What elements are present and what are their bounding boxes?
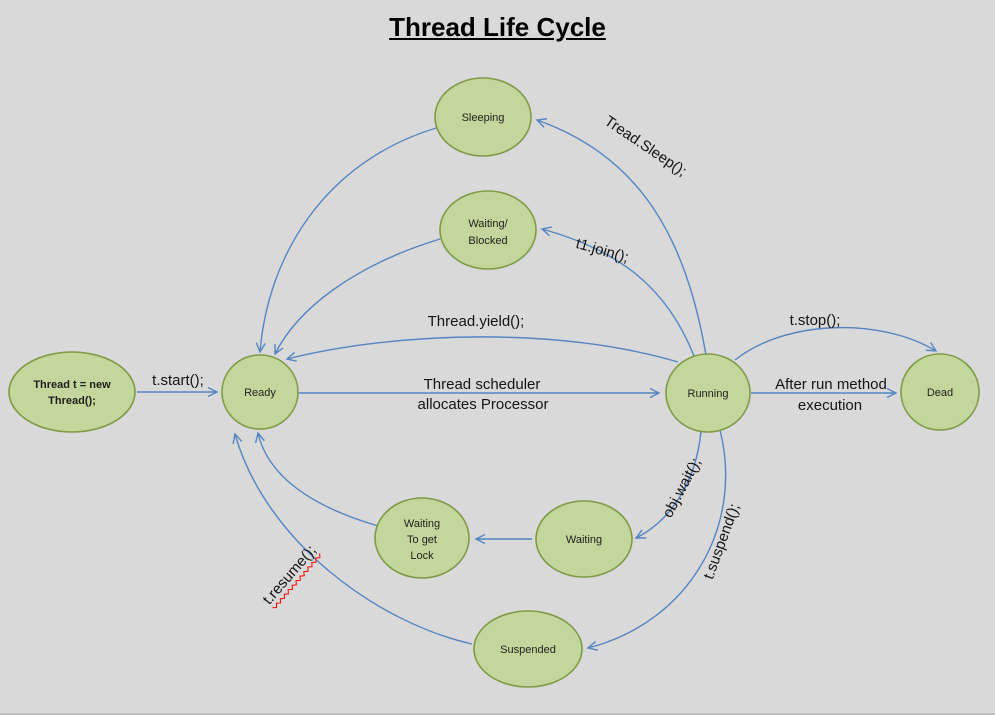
node-waiting-lock-label-line1: Waiting: [404, 518, 440, 530]
node-suspended-label: Suspended: [500, 644, 556, 656]
node-waiting-blocked-shape: [439, 190, 537, 270]
edge-lock-to-ready: [254, 431, 379, 527]
node-waiting-lock-label-line3: Lock: [410, 550, 434, 562]
node-waiting-lock-label-line2: To get: [407, 534, 437, 546]
node-dead-label: Dead: [927, 387, 953, 399]
label-scheduler-line2: allocates Processor: [418, 396, 549, 413]
node-suspended-shape: [473, 610, 583, 688]
edge-suspend-curve: [586, 429, 727, 651]
node-sleeping-label: Sleeping: [462, 112, 505, 124]
edge-wait-curve: [634, 430, 702, 539]
node-waiting-lock-shape: [374, 497, 470, 579]
node-running-shape: [665, 353, 751, 433]
node-waiting-label: Waiting: [566, 534, 602, 546]
node-dead: Dead: [900, 353, 980, 431]
spellcheck-squiggle: [272, 553, 321, 609]
label-obj-wait: obj.wait();: [659, 455, 705, 520]
node-waiting: Waiting: [535, 500, 633, 578]
node-dead-shape: [900, 353, 980, 431]
label-t-stop: t.stop();: [790, 312, 841, 329]
node-waiting-blocked-label-line2: Blocked: [468, 235, 507, 247]
node-new-thread-shape: [8, 351, 136, 433]
node-waiting-blocked: Waiting/ Blocked: [439, 190, 537, 270]
label-scheduler-line1: Thread scheduler: [424, 376, 541, 393]
node-new-thread-label-line1: Thread t = new: [33, 379, 111, 391]
node-ready-label: Ready: [244, 387, 276, 399]
node-running-label: Running: [688, 388, 729, 400]
node-running: Running: [665, 353, 751, 433]
node-waiting-lock: Waiting To get Lock: [374, 497, 470, 579]
label-obj-wait-group: obj.wait();: [659, 455, 705, 520]
node-waiting-blocked-label-line1: Waiting/: [468, 218, 508, 230]
edge-blocked-to-ready: [274, 238, 441, 356]
label-tread-sleep: Tread.Sleep();: [601, 113, 690, 180]
edge-yield-curve: [285, 336, 679, 363]
label-t1-join-group: t1.join();: [574, 235, 631, 266]
edge-sleep-curve: [535, 118, 707, 356]
node-ready: Ready: [221, 354, 299, 430]
label-t1-join: t1.join();: [574, 235, 631, 266]
label-tread-sleep-group: Tread.Sleep();: [601, 113, 690, 180]
node-sleeping: Sleeping: [434, 77, 532, 157]
label-t-start: t.start();: [152, 372, 204, 389]
edge-sleeping-to-ready: [255, 127, 437, 354]
label-t-resume: t.resume();: [259, 542, 319, 608]
edge-stop-curve: [734, 326, 938, 361]
node-new-thread: Thread t = new Thread();: [8, 351, 136, 433]
label-t-resume-group: t.resume();: [259, 542, 321, 609]
node-waiting-shape: [535, 500, 633, 578]
node-new-thread-label-line2: Thread();: [48, 395, 96, 407]
label-after-run-line2: execution: [798, 397, 862, 414]
label-thread-yield: Thread.yield();: [428, 313, 525, 330]
page-title: Thread Life Cycle: [389, 12, 606, 42]
label-after-run-line1: After run method: [775, 376, 887, 393]
edge-join-curve: [540, 226, 695, 357]
node-suspended: Suspended: [473, 610, 583, 688]
node-sleeping-shape: [434, 77, 532, 157]
node-ready-shape: [221, 354, 299, 430]
edge-resume-curve: [232, 432, 473, 645]
